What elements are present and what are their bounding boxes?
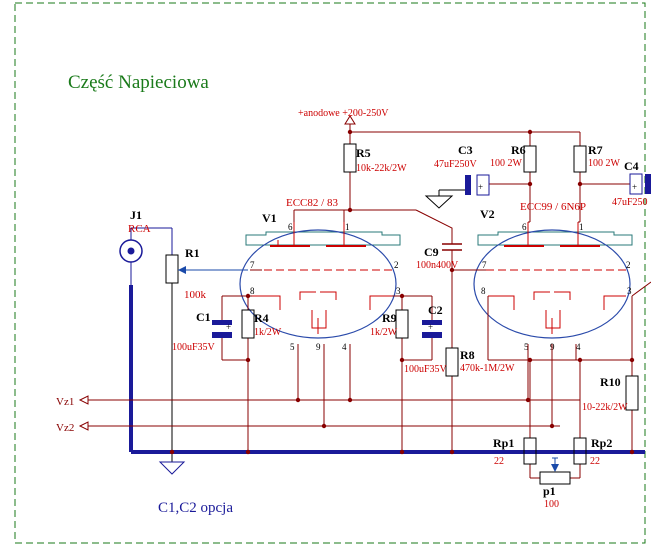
c2-capacitor: + (422, 320, 442, 338)
svg-text:+: + (226, 322, 231, 332)
r7-ref: R7 (588, 143, 603, 157)
v2-pin-1: 1 (579, 222, 584, 232)
r9-value: 1k/2W (370, 327, 398, 338)
r10-ref: R10 (600, 375, 621, 389)
ground-symbol-left (158, 452, 186, 475)
c4-ref: C4 (624, 159, 639, 173)
c4-value: 47uF250 (612, 197, 648, 208)
r6-value: 100 2W (490, 158, 523, 169)
j1-type: RCA (128, 223, 151, 235)
v2-pin-5: 5 (524, 342, 529, 352)
r1-ref: R1 (185, 246, 200, 260)
c9-value: 100n400V (416, 260, 459, 271)
r8-resistor (445, 347, 459, 377)
v2-pin-7: 7 (482, 260, 487, 270)
r8-ref: R8 (460, 348, 475, 362)
r5-resistor (343, 143, 357, 173)
v2-pin-6: 6 (522, 222, 527, 232)
j1-ref: J1 (130, 208, 142, 222)
v2-type: ECC99 / 6N6P (520, 201, 586, 213)
p1-value: 100 (544, 499, 559, 510)
v1-type: ECC82 / 83 (286, 197, 338, 209)
r4-resistor (241, 309, 255, 339)
v1-pin-4: 4 (342, 342, 347, 352)
r1-value: 100k (184, 289, 207, 301)
vz2-label: Vz2 (56, 422, 74, 434)
rp1-resistor (523, 437, 537, 465)
v1-ref: V1 (262, 211, 277, 225)
r4-value: 1k/2W (254, 327, 282, 338)
r7-value: 100 2W (588, 158, 621, 169)
supply-marker (344, 115, 356, 125)
v1-pin-1: 1 (345, 222, 350, 232)
v2-ref: V2 (480, 207, 495, 221)
v1-pin-3: 3 (396, 286, 401, 296)
c2-ref: C2 (428, 303, 443, 317)
r6-resistor (523, 145, 537, 173)
svg-text:+: + (632, 182, 637, 192)
supply-label: +anodowe +200-250V (298, 108, 389, 119)
c2-value: 100uF35V (404, 364, 448, 375)
c1-capacitor: + (212, 320, 232, 338)
v2-pin-4: 4 (576, 342, 581, 352)
svg-text:+: + (478, 182, 483, 192)
p1-ref: p1 (543, 484, 556, 498)
v1-pin-9: 9 (316, 342, 321, 352)
r1-potentiometer (165, 254, 248, 452)
page-title: Część Napieciowa (68, 72, 209, 93)
rp2-ref: Rp2 (591, 436, 612, 450)
c1-value: 100uF35V (172, 342, 216, 353)
c4-capacitor: + (629, 173, 651, 195)
rp1-ref: Rp1 (493, 436, 514, 450)
c3-value: 47uF250V (434, 159, 478, 170)
p1-potentiometer (539, 457, 571, 485)
r4-ref: R4 (254, 311, 269, 325)
r10-resistor (625, 375, 639, 411)
r8-value: 470k-1M/2W (460, 363, 515, 374)
footnote: C1,C2 opcja (158, 500, 233, 516)
v1-pin-6: 6 (288, 222, 293, 232)
r7-resistor (573, 145, 587, 173)
sheet-border (14, 2, 646, 544)
v1-pin-7: 7 (250, 260, 255, 270)
tube-v2 (473, 222, 633, 339)
rp2-value: 22 (590, 456, 600, 467)
input-rca-jack (119, 227, 173, 285)
vz1-label: Vz1 (56, 396, 74, 408)
c9-ref: C9 (424, 245, 439, 259)
r6-ref: R6 (511, 143, 526, 157)
v2-pin-2: 2 (626, 260, 631, 270)
c3-capacitor: + (465, 174, 490, 196)
vz2-arrow (78, 421, 89, 431)
junction-dots (169, 129, 635, 455)
v1-pin-5: 5 (290, 342, 295, 352)
vz1-arrow (78, 395, 89, 405)
r5-value: 10k-22k/2W (356, 163, 407, 174)
v1-pin-2: 2 (394, 260, 399, 270)
r9-resistor (395, 309, 409, 339)
rp2-resistor (573, 437, 587, 465)
v2-pin-3: 3 (627, 286, 632, 296)
c3-ref: C3 (458, 143, 473, 157)
r10-value: 10-22k/2W (582, 402, 628, 413)
v1-pin-8: 8 (250, 286, 255, 296)
v2-pin-8: 8 (481, 286, 486, 296)
svg-text:+: + (428, 322, 433, 332)
r9-ref: R9 (382, 311, 397, 325)
ground-symbol-c3 (424, 189, 465, 209)
rp1-value: 22 (494, 456, 504, 467)
ground-bus (129, 285, 645, 454)
c1-ref: C1 (196, 310, 211, 324)
tube-v1 (239, 222, 401, 339)
r5-ref: R5 (356, 146, 371, 160)
